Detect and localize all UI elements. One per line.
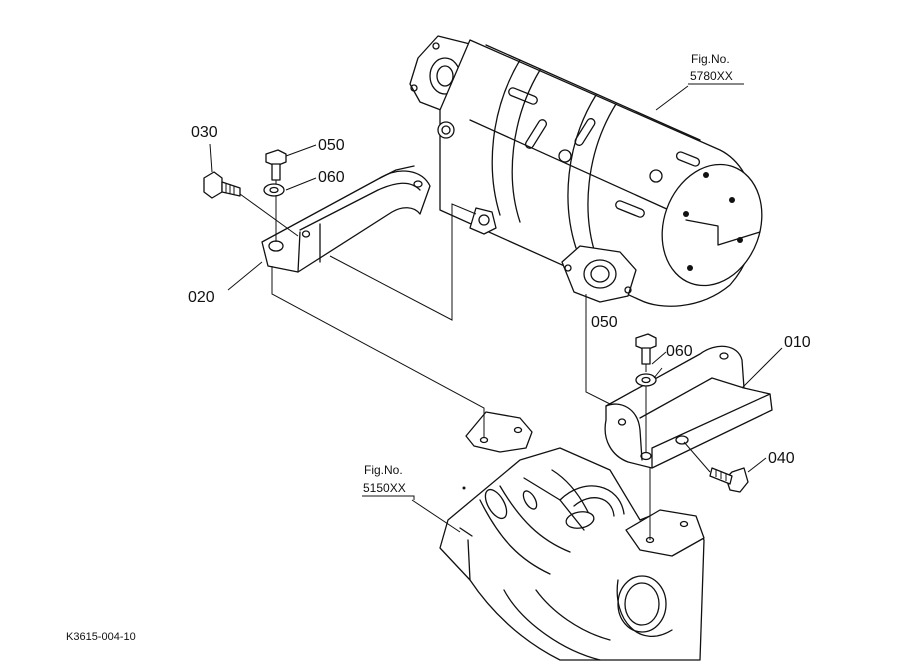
washer-060-bottom [635, 373, 657, 387]
fig-ref-gearcase-number: 5150XX [363, 481, 406, 495]
leader-lines [209, 85, 783, 533]
callout-040: 040 [768, 450, 795, 467]
bolt-050-bottom [635, 333, 657, 365]
callout-050-top: 050 [318, 137, 345, 154]
fig-ref-muffler-label: Fig.No. [691, 52, 730, 66]
alignment-lines [239, 180, 711, 540]
drawing-code: K3615-004-10 [66, 631, 136, 643]
bolt-030 [203, 171, 241, 199]
bracket-010 [604, 345, 773, 469]
bolt-040 [709, 467, 749, 493]
fig-ref-muffler-number: 5780XX [690, 69, 733, 83]
callout-060-top: 060 [318, 169, 345, 186]
callout-020: 020 [188, 289, 215, 306]
bolt-050-top [265, 149, 287, 181]
gear-case [439, 411, 705, 661]
bracket-020 [261, 165, 431, 273]
callout-030: 030 [191, 124, 218, 141]
washer-060-top [263, 183, 285, 197]
fig-ref-gearcase-label: Fig.No. [364, 463, 403, 477]
callout-060-bottom: 060 [666, 343, 693, 360]
callout-010: 010 [784, 334, 811, 351]
callout-050-bottom: 050 [591, 314, 618, 331]
muffler-assembly [409, 35, 763, 307]
